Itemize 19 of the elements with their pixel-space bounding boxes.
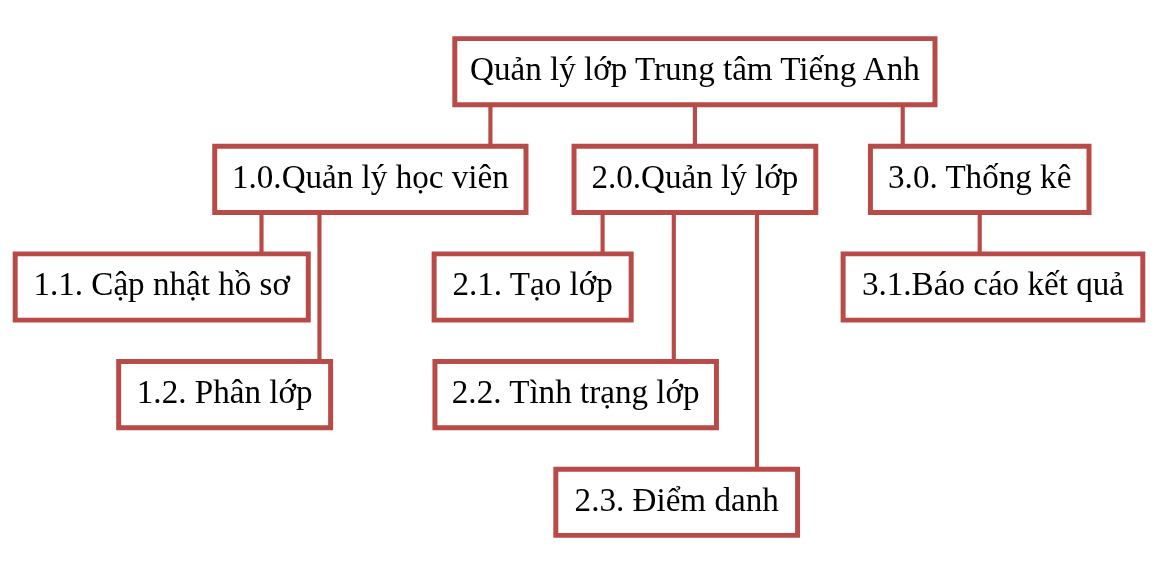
node-box: 1.2. Phân lớp [116, 358, 334, 430]
node-box: 1.1. Cập nhật hồ sơ [12, 250, 311, 323]
connector [977, 212, 982, 253]
node-box: 2.2. Tình trạng lớp [432, 358, 719, 430]
node-box: 3.1.Báo cáo kết quả [840, 250, 1146, 323]
connector [600, 212, 605, 253]
node-box: Quản lý lớp Trung tâm Tiếng Anh [452, 35, 938, 107]
node-box: 2.1. Tạo lớp [431, 250, 634, 323]
connector [488, 104, 493, 146]
node-box: 2.3. Điểm danh [553, 466, 801, 538]
node-box: 1.0.Quản lý học viên [212, 143, 529, 215]
connector [754, 212, 760, 469]
connector [317, 212, 322, 361]
node-box: 2.0.Quản lý lớp [571, 143, 819, 215]
connector [259, 212, 264, 253]
connector [900, 104, 905, 146]
node-box: 3.0. Thống kê [867, 143, 1092, 215]
connector [692, 104, 697, 146]
connector [671, 212, 676, 361]
